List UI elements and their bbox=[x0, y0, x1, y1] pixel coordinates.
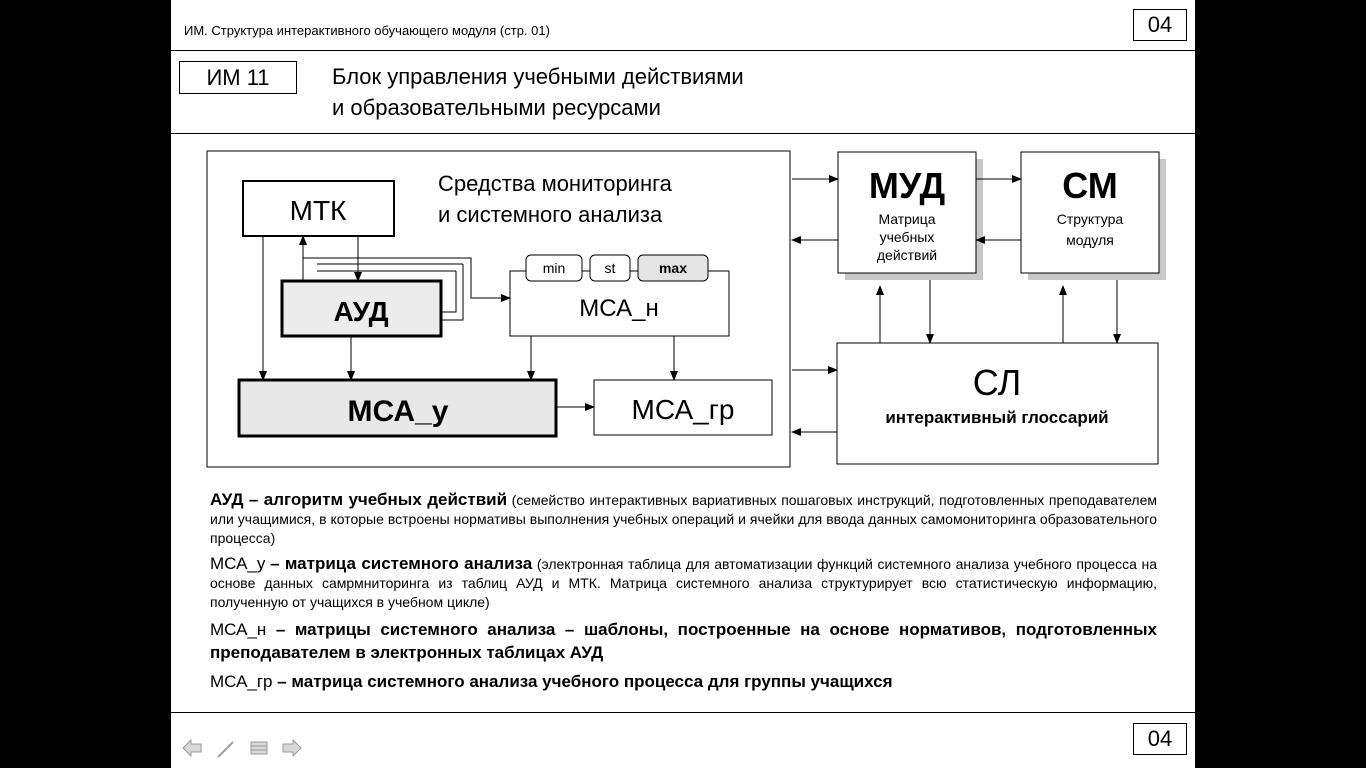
mud-sub1: Матрица bbox=[878, 211, 935, 227]
slide: ИМ. Структура интерактивного обучающего … bbox=[171, 0, 1195, 768]
module-title-line2: и образовательными ресурсами bbox=[332, 95, 661, 120]
mud-sub3: действий bbox=[877, 247, 937, 263]
internal-arrows bbox=[259, 235, 678, 411]
legend-msa-u-term: МСА_у bbox=[210, 554, 266, 573]
legend-msa-u-bold: – матрица системного анализа bbox=[269, 554, 533, 573]
pen-icon[interactable] bbox=[217, 741, 234, 758]
sm-title: СМ bbox=[1062, 165, 1118, 206]
tab-max-label: max bbox=[659, 260, 687, 276]
legend-aud-desc: (семейство интерактивных вариативных пош… bbox=[210, 492, 1157, 546]
arrow-right-icon[interactable] bbox=[282, 738, 302, 758]
mtk-label: МТК bbox=[290, 195, 347, 226]
module-code: ИМ 11 bbox=[179, 61, 297, 94]
msa-u-label: МСА_у bbox=[348, 395, 449, 428]
msa-n-box bbox=[509, 270, 730, 337]
page-number-bottom: 04 bbox=[1133, 723, 1187, 755]
mud-box bbox=[837, 151, 977, 274]
tab-min-label: min bbox=[543, 260, 566, 276]
legend-msa-gr: МСА_гр – матрица системного анализа учеб… bbox=[210, 670, 1157, 693]
mud-title: МУД bbox=[869, 165, 945, 206]
sl-box bbox=[836, 342, 1159, 465]
legend-aud-term: АУД – алгоритм учебных действий bbox=[210, 490, 508, 509]
menu-icon[interactable] bbox=[250, 741, 268, 755]
title-divider bbox=[171, 133, 1195, 134]
tab-max bbox=[637, 254, 709, 282]
legend-msa-n-term: МСА_н bbox=[210, 620, 267, 639]
legend-msa-n: МСА_н – матрицы системного анализа – шаб… bbox=[210, 618, 1157, 664]
msa-gr-box bbox=[593, 379, 773, 436]
mud-sub2: учебных bbox=[880, 229, 935, 245]
tab-st bbox=[589, 254, 631, 282]
arrow-left-icon[interactable] bbox=[182, 738, 202, 758]
aud-label: АУД bbox=[333, 296, 388, 327]
header-title: ИМ. Структура интерактивного обучающего … bbox=[184, 23, 550, 38]
sm-sub1: Структура bbox=[1057, 211, 1124, 227]
panel-title-line1: Средства мониторинга bbox=[438, 171, 673, 196]
tab-min bbox=[525, 254, 583, 282]
tab-st-label: st bbox=[605, 260, 616, 276]
msa-u-box bbox=[237, 378, 558, 438]
msa-gr-label: МСА_гр bbox=[632, 394, 735, 425]
legend-msa-u-desc: (электронная таблица для автоматизации ф… bbox=[210, 556, 1158, 610]
module-title-line1: Блок управления учебными действиями bbox=[332, 64, 744, 89]
msa-n-label: МСА_н bbox=[579, 295, 658, 322]
legend-msa-gr-text: – матрица системного анализа учебного пр… bbox=[277, 672, 893, 691]
sm-box bbox=[1020, 151, 1160, 274]
structure-diagram: Средства мониторинга и системного анализ… bbox=[171, 140, 1195, 480]
page-number-top: 04 bbox=[1133, 9, 1187, 41]
external-arrows bbox=[791, 175, 1121, 436]
sl-title: СЛ bbox=[973, 362, 1021, 403]
footer-divider bbox=[171, 712, 1195, 713]
sm-sub2: модуля bbox=[1066, 232, 1114, 248]
panel-title-line2: и системного анализа bbox=[438, 202, 663, 227]
mtk-box bbox=[242, 180, 395, 237]
legend-aud: АУД – алгоритм учебных действий (семейст… bbox=[210, 490, 1157, 548]
legend-msa-gr-term: МСА_гр bbox=[210, 672, 273, 691]
legend: АУД – алгоритм учебных действий (семейст… bbox=[210, 490, 1157, 699]
legend-msa-u: МСА_у – матрица системного анализа (элек… bbox=[210, 554, 1157, 612]
legend-msa-n-text: – матрицы системного анализа – шаблоны, … bbox=[210, 620, 1157, 662]
header-divider bbox=[171, 50, 1195, 51]
sl-sub: интерактивный глоссарий bbox=[885, 408, 1108, 427]
slide-navigation bbox=[179, 737, 309, 759]
